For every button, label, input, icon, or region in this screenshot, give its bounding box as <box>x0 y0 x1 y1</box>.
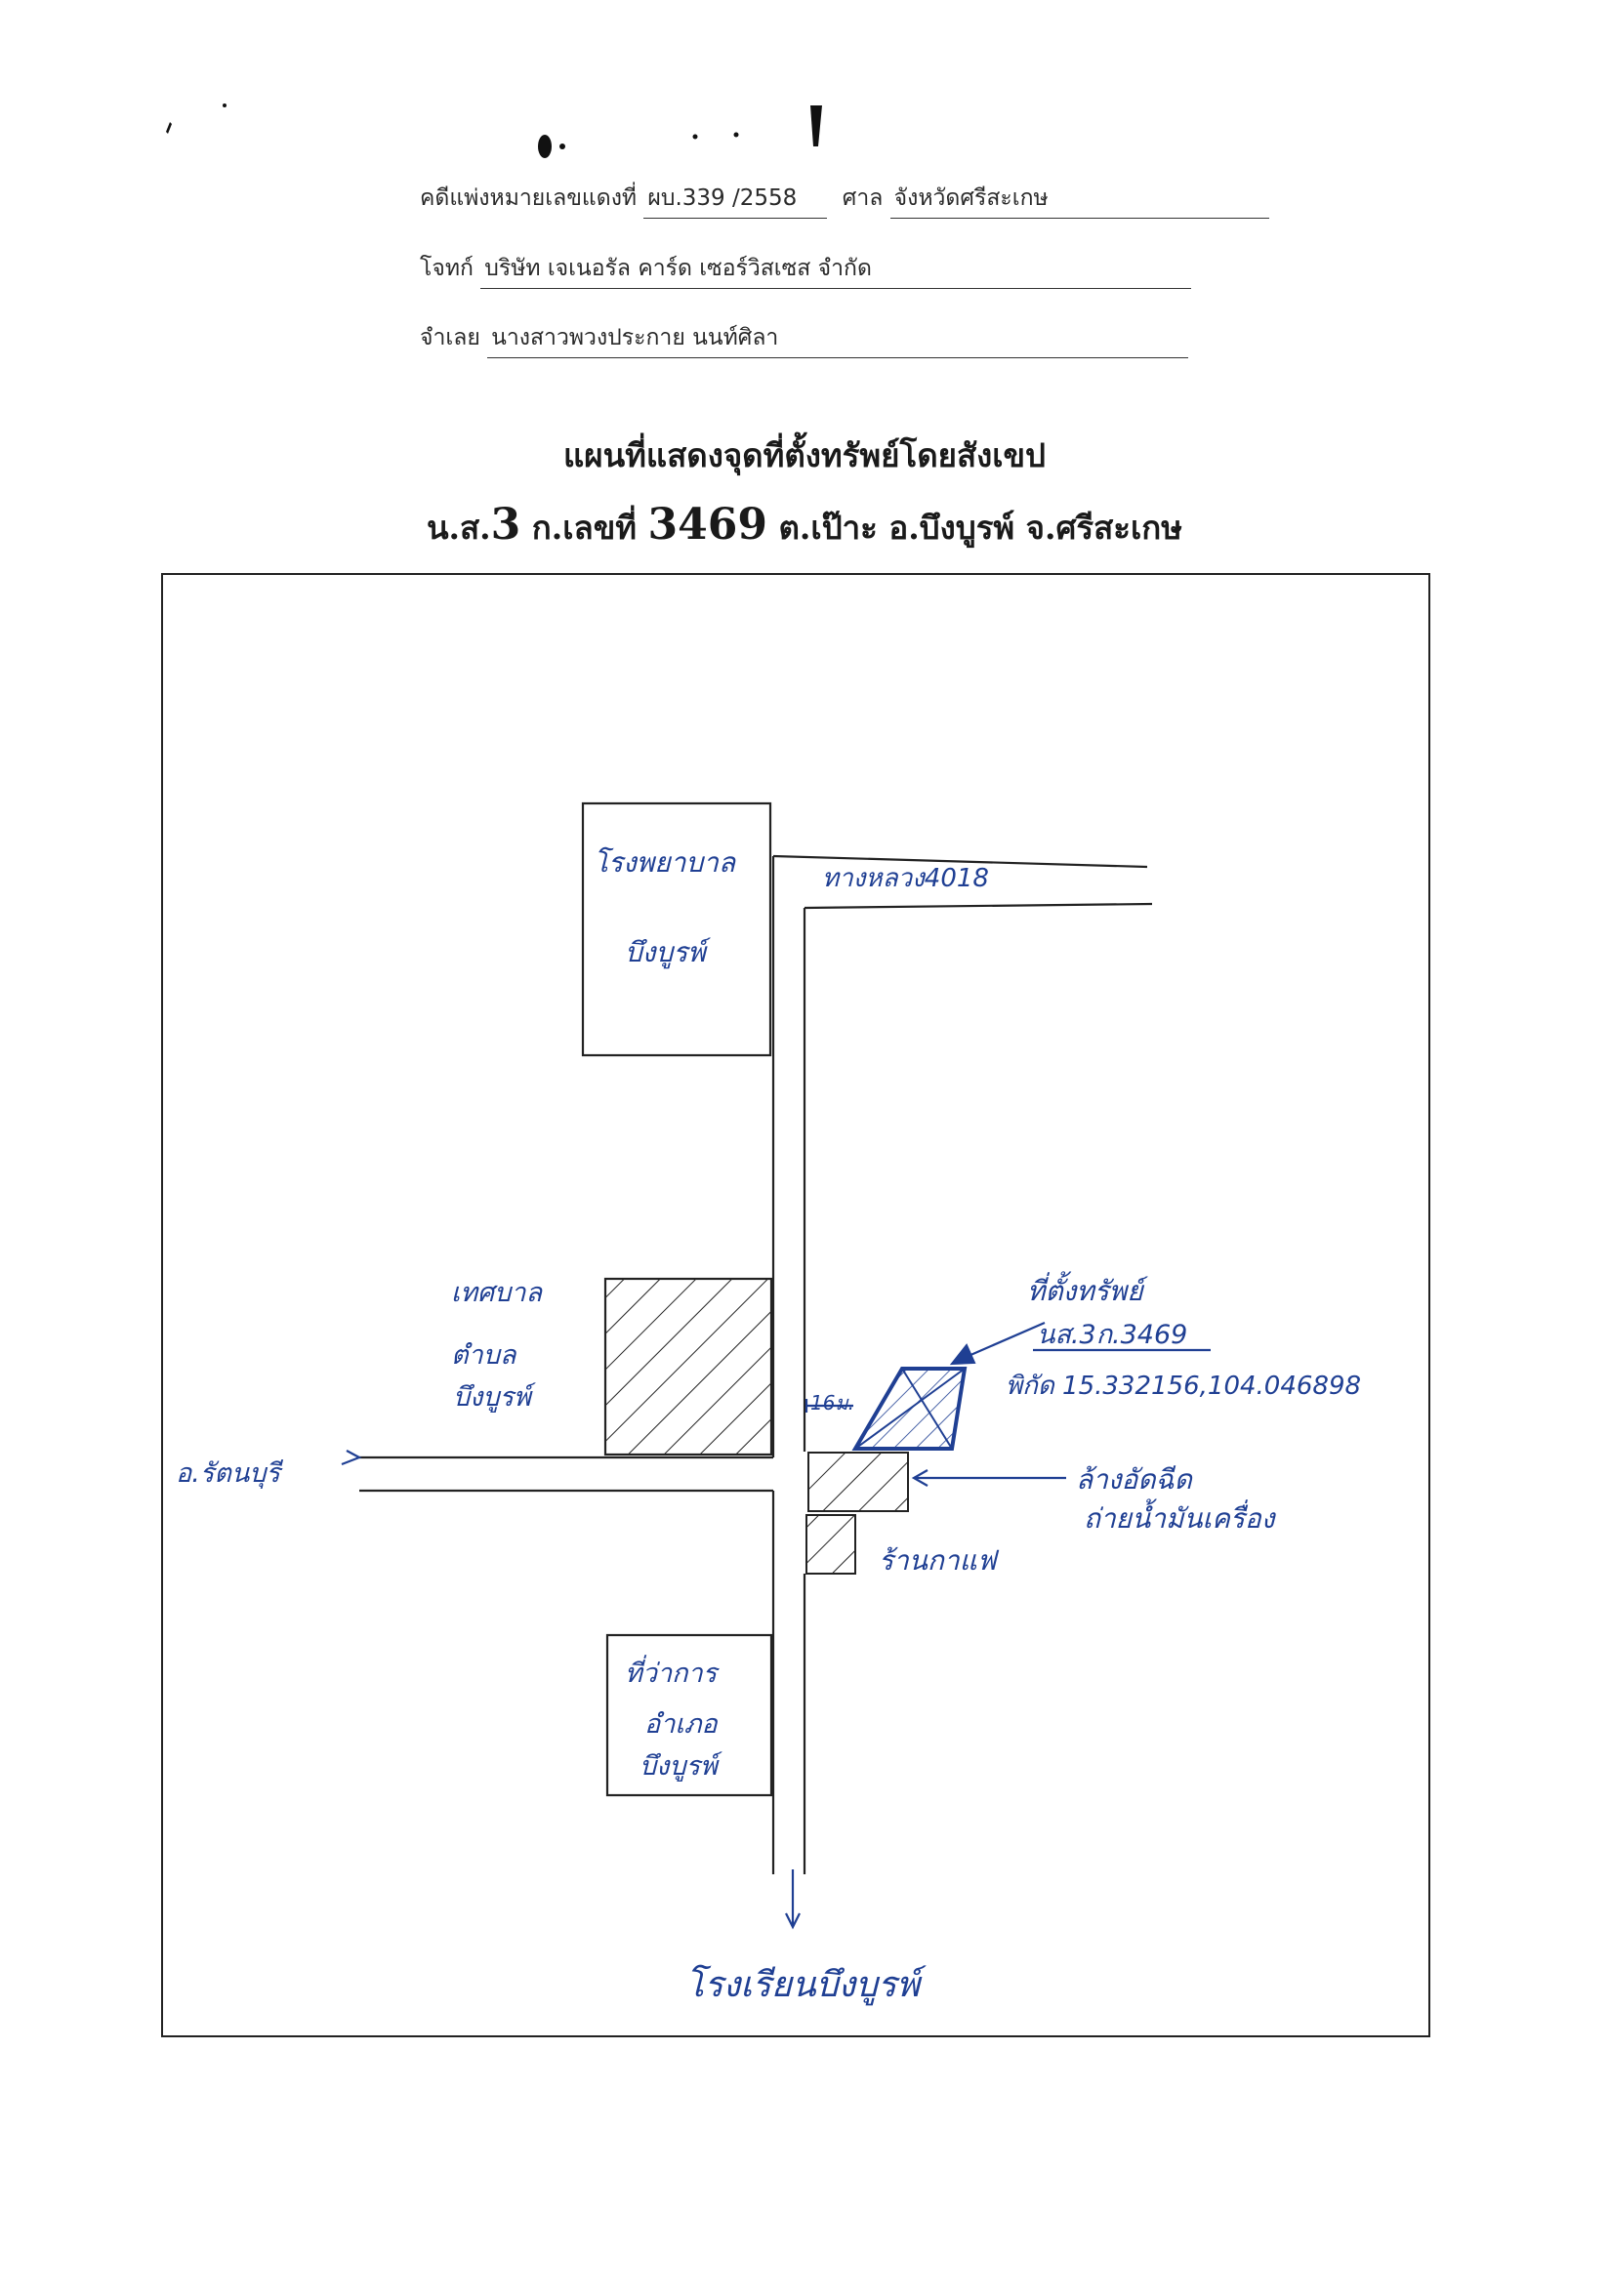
property-pointer-arrow <box>949 1321 1046 1366</box>
subtitle-prefix: น.ส. <box>426 509 491 547</box>
municipality-label-1: เทศบาล <box>451 1278 543 1308</box>
highway-label: ทางหลวง4018 <box>822 864 989 893</box>
district-office-label-1: ที่ว่าการ <box>625 1655 721 1689</box>
plaintiff-name: บริษัท เจเนอรัล คาร์ด เซอร์วิสเซส จำกัด <box>480 251 1192 289</box>
property-deed-label: นส.3ก.3469 <box>1037 1320 1187 1350</box>
defendant-line: จำเลย นางสาวพวงประกาย นนท์ศิลา <box>420 320 1196 358</box>
hospital-box <box>581 801 772 1057</box>
coffee-shop-label: ร้านกาแฟ <box>879 1544 1000 1577</box>
court-label: ศาล <box>842 185 884 211</box>
court-name: จังหวัดศรีสะเกษ <box>889 181 1269 219</box>
case-number: ผบ.339 /2558 <box>643 181 828 219</box>
defendant-label: จำเลย <box>420 325 480 350</box>
plaintiff-label: โจทก์ <box>420 256 474 281</box>
subtitle-suffix: ต.เป๊าะ อ.บึงบูรพ์ จ.ศรีสะเกษ <box>767 509 1183 547</box>
map-subtitle: น.ส.3 ก.เลขที่ 3469 ต.เป๊าะ อ.บึงบูรพ์ จ… <box>0 500 1609 554</box>
property-plot <box>851 1367 968 1451</box>
west-road <box>341 1450 773 1493</box>
subtitle-mid: ก.เลขที่ <box>520 509 648 547</box>
municipality-box <box>603 1277 773 1456</box>
municipality-label-2: ตำบล <box>451 1340 517 1371</box>
district-office-box <box>605 1633 773 1797</box>
district-office-label-3: บึงบูรพ์ <box>639 1751 723 1783</box>
car-wash-label-2: ถ่ายน้ำมันเครื่อง <box>1084 1498 1277 1535</box>
district-office-label-2: อำเภอ <box>644 1709 719 1740</box>
school-label: โรงเรียนบึงบูรพ์ <box>685 1964 927 2006</box>
map-frame <box>161 573 1430 2037</box>
car-wash-pointer-arrow <box>911 1469 1066 1487</box>
property-title-label: ที่ตั้งทรัพย์ <box>1027 1271 1149 1307</box>
highway-4018 <box>772 854 1153 910</box>
car-wash-label-1: ล้างอัดฉีด <box>1076 1463 1194 1496</box>
coffee-shop-box <box>805 1514 856 1575</box>
defendant-name: นางสาวพวงประกาย นนท์ศิลา <box>487 320 1189 358</box>
case-label: คดีแพ่งหมายเลขแดงที่ <box>420 185 638 211</box>
scan-specks <box>166 103 822 158</box>
map-title: แผนที่แสดงจุดที่ตั้งทรัพย์โดยสังเขป <box>562 436 1047 474</box>
hospital-label-2: บึงบูรพ์ <box>625 936 712 969</box>
car-wash-box <box>807 1452 909 1512</box>
plaintiff-line: โจทก์ บริษัท เจเนอรัล คาร์ด เซอร์วิสเซส … <box>420 251 1199 289</box>
municipality-label-3: บึงบูรพ์ <box>453 1382 537 1414</box>
south-arrow <box>785 1869 801 1930</box>
property-coords-label: พิกัด 15.332156,104.046898 <box>1006 1372 1361 1401</box>
subtitle-num: 3 <box>490 500 521 550</box>
case-number-line: คดีแพ่งหมายเลขแดงที่ ผบ.339 /2558 ศาล จั… <box>420 181 1277 219</box>
subtitle-deed: 3469 <box>647 500 767 550</box>
west-destination-label: อ.รัตนบุรี <box>176 1458 284 1490</box>
main-road <box>771 856 806 1874</box>
distance-label: 16ม. <box>810 1391 854 1414</box>
hospital-label-1: โรงพยาบาล <box>594 846 737 879</box>
